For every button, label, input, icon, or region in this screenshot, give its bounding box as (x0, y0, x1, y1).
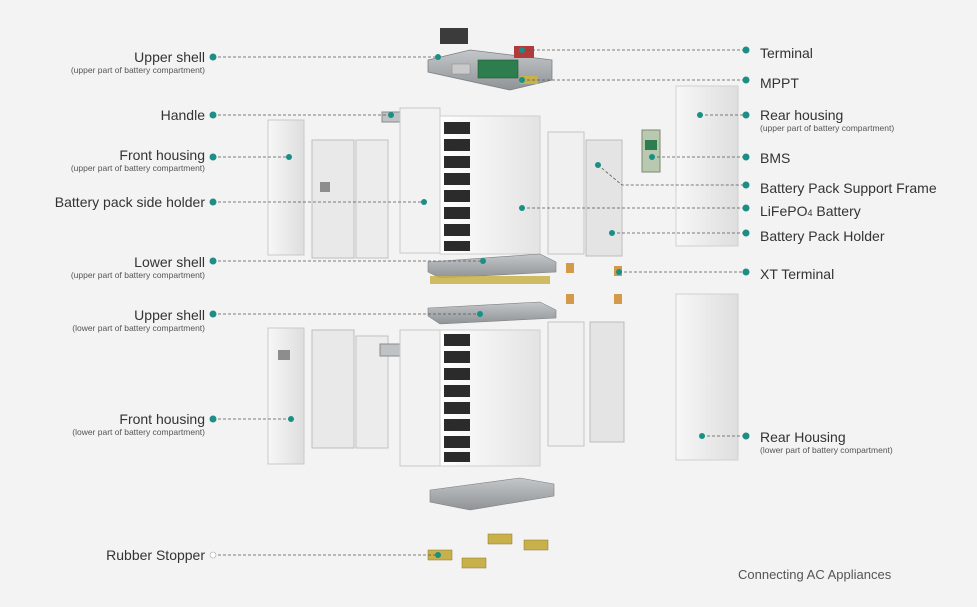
upper-shell-top-part (427, 28, 553, 91)
label-main: Rubber Stopper (106, 547, 205, 563)
label-mppt: MPPT (760, 75, 799, 91)
label-main: Handle (160, 107, 205, 123)
label-battery-pack-support-frame: Battery Pack Support Frame (760, 180, 937, 196)
label-main: Upper shell (134, 49, 205, 65)
rear-housing-upper-part (675, 85, 739, 247)
upper-shell-lower-part (427, 301, 557, 325)
label-main: Upper shell (134, 307, 205, 323)
label-handle: Handle (161, 107, 205, 123)
label-rear-housing-lower: Rear Housing (lower part of battery comp… (760, 429, 893, 455)
bms-part (641, 129, 661, 173)
label-sub: (lower part of battery compartment) (72, 323, 205, 333)
label-main-suffix: Battery (812, 203, 861, 219)
label-main: Battery Pack Support Frame (760, 180, 937, 196)
lifepo4-cells-upper (439, 115, 541, 255)
battery-pack-support-frame-upper (547, 131, 623, 257)
label-main: Rear Housing (760, 429, 846, 445)
battery-pack-side-holder-upper (399, 107, 441, 254)
label-terminal: Terminal (760, 45, 813, 61)
lower-shell-upper-part (427, 253, 557, 284)
dot-right-battery-pack-support-frame (742, 181, 750, 189)
label-lower-shell-upper: Lower shell (upper part of battery compa… (71, 254, 205, 280)
label-front-housing-upper: Front housing (upper part of battery com… (71, 147, 205, 173)
label-main: LiFePO (760, 203, 808, 219)
label-sub: (lower part of battery compartment) (72, 427, 205, 437)
dot-right-rear-housing-upper (742, 111, 750, 119)
label-main: Battery pack side holder (54, 194, 205, 210)
caption: Connecting AC Appliances (738, 567, 892, 582)
front-housing-lower-part (267, 327, 403, 465)
dot-right-mppt (742, 76, 750, 84)
rear-housing-lower-part (675, 293, 739, 461)
label-main-subscript: 4 (807, 208, 813, 218)
dot-left-upper-shell-upper (209, 53, 217, 61)
front-housing-upper-part (267, 119, 389, 259)
label-main: Front housing (119, 411, 205, 427)
dot-right-lifepo4-battery (742, 204, 750, 212)
label-rear-housing-upper: Rear housing (upper part of battery comp… (760, 107, 894, 133)
leader-battery-pack-support-frame (597, 164, 746, 186)
label-main: MPPT (760, 75, 799, 91)
label-main: BMS (760, 150, 791, 166)
xt-terminal-parts (566, 263, 622, 304)
rubber-stopper-parts (427, 533, 549, 569)
label-sub: (upper part of battery compartment) (70, 270, 205, 280)
lower-shell-bottom-part (429, 477, 555, 511)
dot-right-xt-terminal (742, 268, 750, 276)
dot-right-bms (742, 153, 750, 161)
label-lifepo4-battery: LiFePO4 Battery (760, 203, 861, 221)
dot-right-rear-housing-lower (742, 432, 750, 440)
label-main: Lower shell (134, 254, 205, 270)
label-battery-pack-side-holder: Battery pack side holder (55, 194, 205, 210)
label-sub: (upper part of battery compartment) (70, 65, 205, 75)
label-main: Front housing (119, 147, 205, 163)
dot-right-terminal (742, 46, 750, 54)
label-front-housing-lower: Front housing (lower part of battery com… (72, 411, 205, 437)
label-bms: BMS (760, 150, 790, 166)
dot-left-lower-shell-upper (209, 257, 217, 265)
battery-pack-side-holder-lower (399, 329, 441, 467)
label-main: Terminal (760, 45, 813, 61)
label-rubber-stopper: Rubber Stopper (106, 547, 205, 563)
label-main: Battery Pack Holder (760, 228, 885, 244)
dot-right-battery-pack-holder (742, 229, 750, 237)
label-upper-shell-upper: Upper shell (upper part of battery compa… (71, 49, 205, 75)
dot-left-battery-pack-side-holder (209, 198, 217, 206)
leader-dots (209, 46, 750, 559)
label-main: Rear housing (760, 107, 844, 123)
dot-left-upper-shell-lower (209, 310, 217, 318)
leader-lines (213, 49, 746, 556)
lifepo4-cells-lower (439, 329, 541, 467)
dot-left-front-housing-lower (209, 415, 217, 423)
dot-left-front-housing-upper (209, 153, 217, 161)
label-upper-shell-lower: Upper shell (lower part of battery compa… (72, 307, 205, 333)
dot-left-handle (209, 111, 217, 119)
label-battery-pack-holder: Battery Pack Holder (760, 228, 885, 244)
label-sub: (upper part of battery compartment) (760, 123, 895, 133)
label-sub: (lower part of battery compartment) (760, 445, 893, 455)
battery-pack-support-frame-lower (547, 321, 625, 447)
label-main: XT Terminal (760, 266, 835, 282)
dot-left-rubber-stopper (209, 551, 217, 559)
label-xt-terminal: XT Terminal (760, 266, 834, 282)
label-sub: (upper part of battery compartment) (70, 163, 205, 173)
